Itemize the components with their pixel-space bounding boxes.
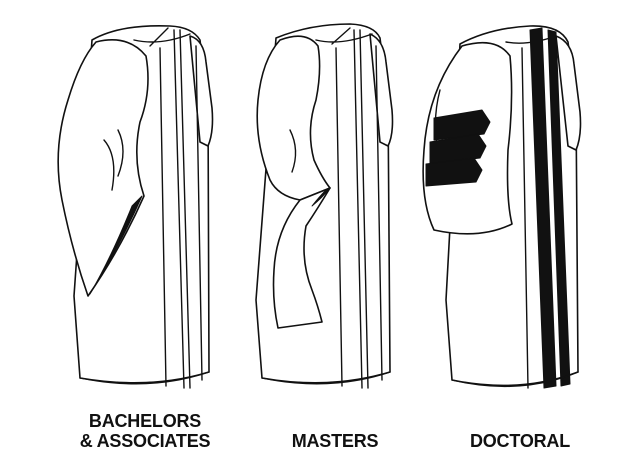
doctoral-gown [423,26,580,388]
caption-doctoral-line-1: DOCTORAL [455,431,585,451]
caption-bachelors: BACHELORS & ASSOCIATES [50,411,240,451]
caption-doctoral: DOCTORAL [455,431,585,451]
caption-bachelors-line-1: BACHELORS [50,411,240,431]
caption-masters: MASTERS [270,431,400,451]
bachelors-gown [58,26,212,388]
caption-bachelors-line-2: & ASSOCIATES [50,431,240,451]
masters-gown [256,24,393,388]
caption-masters-line-1: MASTERS [270,431,400,451]
